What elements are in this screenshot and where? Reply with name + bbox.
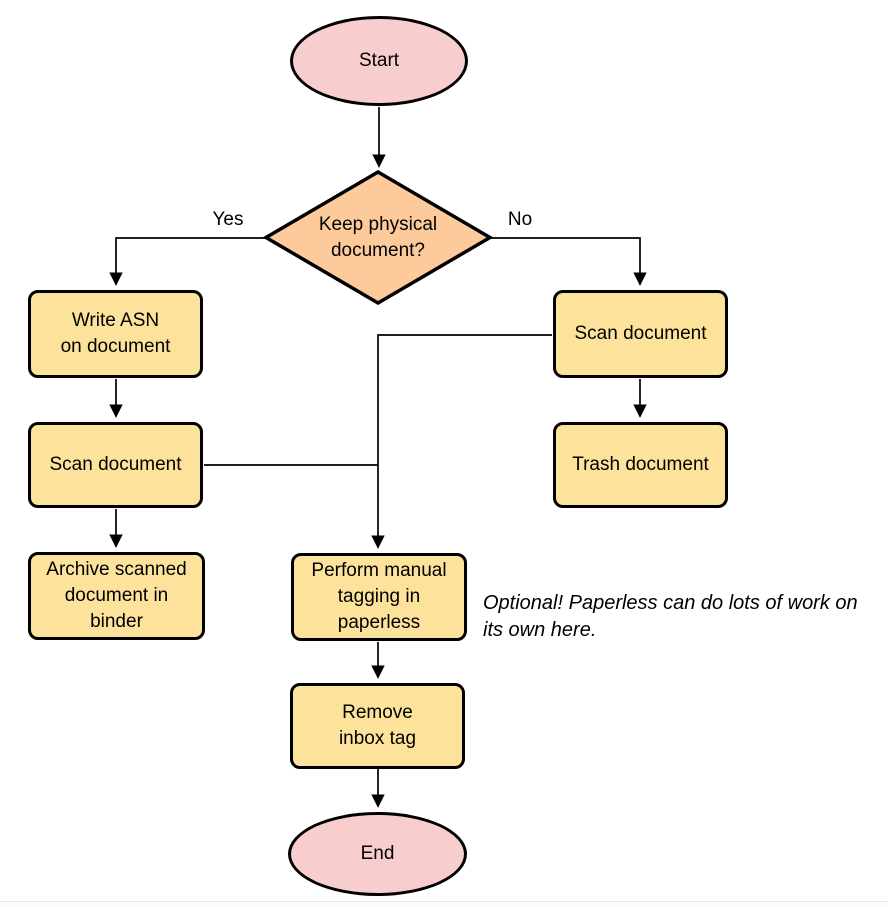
node-remove-inbox-tag-label: Remove inbox tag [338,702,417,749]
edge-scan-right-to-tagging [371,334,552,549]
page-bottom-strip [0,902,888,907]
page-bottom-divider [0,901,888,902]
node-decision-label-box: Keep physical document? [265,171,491,304]
node-end-label: End [360,843,395,864]
edge-label-no: No [498,207,542,233]
node-manual-tagging-label: Perform manual tagging in paperless [311,560,447,633]
node-scan-document-right: Scan document [553,290,728,378]
node-archive-in-binder: Archive scanned document in binder [28,552,205,640]
node-trash-document: Trash document [553,422,728,508]
decision-diamond-shape [262,169,494,306]
node-write-asn: Write ASN on document [28,290,203,378]
node-scan-document-left: Scan document [28,422,203,508]
node-manual-tagging: Perform manual tagging in paperless [291,553,467,641]
node-end: End [288,812,467,896]
node-trash-document-label: Trash document [572,454,709,475]
node-write-asn-label: Write ASN on document [60,310,171,357]
optional-note-text: Optional! Paperless can do lots of work … [483,592,858,641]
node-scan-document-left-label: Scan document [49,454,182,475]
node-scan-document-right-label: Scan document [574,323,707,344]
node-decision-label: Keep physical document? [318,213,438,261]
node-archive-in-binder-label: Archive scanned document in binder [46,559,187,632]
edge-decision-no-to-scan-right [489,237,647,286]
edge-decision-yes-to-write-asn [109,237,266,286]
node-start-label: Start [358,50,400,71]
edge-label-yes: Yes [203,207,253,233]
node-remove-inbox-tag: Remove inbox tag [290,683,465,769]
node-start: Start [290,16,468,106]
optional-note: Optional! Paperless can do lots of work … [483,590,888,644]
